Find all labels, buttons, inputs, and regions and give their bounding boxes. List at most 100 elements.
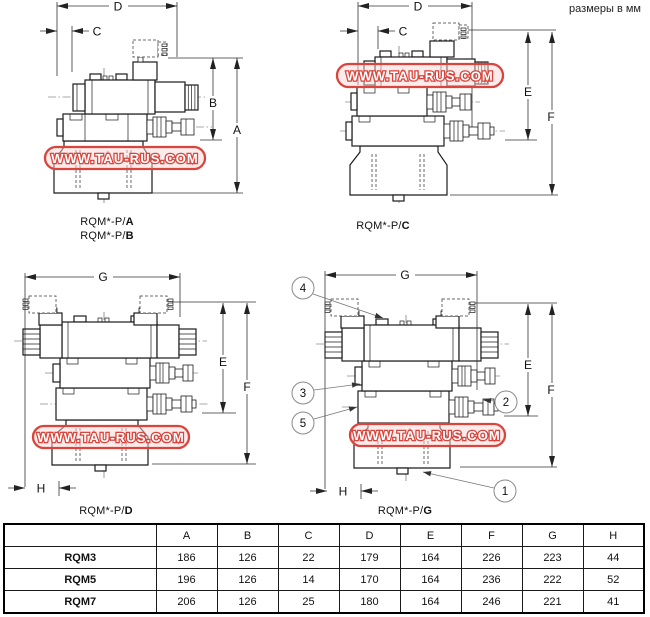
- table-cell: 44: [582, 546, 645, 569]
- dim-label-c2: C: [399, 25, 408, 39]
- valve-outline-ab: [48, 39, 212, 203]
- dim-label-d: D: [114, 0, 123, 14]
- table-cell: 170: [338, 568, 401, 591]
- table-cell: 126: [216, 546, 279, 569]
- diagram-rqm-p-ab: D C B A: [40, 0, 245, 203]
- callout-circle-3: [291, 381, 315, 405]
- column-header-g: G: [521, 523, 584, 547]
- dimension-lines-c: D C E F: [340, 0, 560, 196]
- watermark-top-right: WWW.TAU-RUS.COM: [335, 62, 505, 89]
- table-cell: 41: [582, 590, 645, 614]
- dim-label-h2: H: [339, 485, 348, 499]
- column-header-f: F: [460, 523, 523, 547]
- dimension-lines-g: G E F H: [310, 268, 560, 499]
- caption-rqm-p-d: RQM*-P/D: [36, 504, 176, 518]
- table-cell: 126: [216, 568, 279, 591]
- table-cell: 236: [460, 568, 523, 591]
- watermarks: WWW.TAU-RUS.COM WWW.TAU-RUS.COM WWW.TAU-…: [31, 62, 507, 450]
- watermark-text: WWW.TAU-RUS.COM: [37, 430, 185, 445]
- callout-circle-5: [291, 411, 315, 435]
- table-cell: 14: [277, 568, 340, 591]
- column-header-d: D: [338, 523, 401, 547]
- dim-label-f: F: [243, 380, 250, 394]
- dim-label-c: C: [93, 25, 102, 39]
- dim-label-e2: E: [524, 85, 532, 99]
- watermark-text: WWW.TAU-RUS.COM: [346, 69, 494, 84]
- column-header-c: C: [277, 523, 340, 547]
- table-cell: 164: [399, 546, 462, 569]
- table-cell: 25: [277, 590, 340, 614]
- table-cell: 126: [216, 590, 279, 614]
- diagram-rqm-p-g: G E F H 4 3 5 2: [291, 268, 560, 503]
- callout-number-1: 1: [502, 486, 508, 498]
- table-cell: 22: [277, 546, 340, 569]
- caption-line: RQM*-P/A: [80, 216, 134, 228]
- diagram-rqm-p-c: D C E F: [340, 0, 560, 205]
- dimension-lines-ab: D C B A: [40, 0, 245, 194]
- table-cell: 186: [155, 546, 218, 569]
- table-row-rqm3: RQM3 186 126 22 179 164 226 223 44: [3, 546, 645, 569]
- row-label: RQM3: [3, 546, 157, 569]
- watermark-text: WWW.TAU-RUS.COM: [353, 428, 501, 443]
- callout-number-4: 4: [300, 283, 307, 295]
- valve-outline-c: [340, 22, 505, 205]
- table-row-rqm5: RQM5 196 126 14 170 164 236 222 52: [3, 568, 645, 591]
- watermark-text: WWW.TAU-RUS.COM: [51, 151, 199, 166]
- callout-circle-4: [291, 276, 315, 300]
- dim-label-g: G: [98, 270, 107, 284]
- callout-number-5: 5: [300, 418, 306, 430]
- table-cell: 221: [521, 590, 584, 614]
- dimension-lines-d: G E F H: [8, 270, 256, 496]
- dim-label-a: A: [233, 123, 241, 137]
- caption-rqm-p-g: RQM*-P/G: [335, 504, 475, 518]
- table-cell: 222: [521, 568, 584, 591]
- callout-circle-2: [494, 390, 518, 414]
- table-cell: 164: [399, 568, 462, 591]
- dim-label-e: E: [219, 355, 227, 369]
- dim-label-g2: G: [400, 268, 409, 282]
- table-corner-cell: [3, 523, 157, 547]
- column-header-h: H: [582, 523, 645, 547]
- dim-label-f3: F: [547, 383, 554, 397]
- row-label: RQM5: [3, 568, 157, 591]
- caption-line: RQM*-P/C: [356, 220, 410, 232]
- column-header-b: B: [216, 523, 279, 547]
- watermark-top-left: WWW.TAU-RUS.COM: [43, 145, 207, 171]
- diagram-rqm-p-d: G E F H: [8, 270, 256, 496]
- caption-line: RQM*-P/D: [79, 505, 133, 517]
- table-cell: 206: [155, 590, 218, 614]
- table-cell: 246: [460, 590, 523, 614]
- part-callouts: 4 3 5 2 1: [291, 276, 518, 503]
- table-header-row: A B C D E F G H: [3, 523, 645, 547]
- table-cell: 180: [338, 590, 401, 614]
- connector-plug-dashed: [132, 39, 159, 58]
- row-label: RQM7: [3, 590, 157, 614]
- callout-number-2: 2: [503, 397, 509, 409]
- dim-label-b: B: [209, 96, 217, 110]
- table-cell: 196: [155, 568, 218, 591]
- dimensions-table: A B C D E F G H RQM3 186 126 22 179 164 …: [3, 523, 645, 614]
- table-cell: 164: [399, 590, 462, 614]
- column-header-e: E: [399, 523, 462, 547]
- callout-number-3: 3: [300, 388, 306, 400]
- caption-line: RQM*-P/G: [377, 505, 433, 517]
- watermark-bottom-right: WWW.TAU-RUS.COM: [348, 422, 507, 448]
- dim-label-h: H: [37, 482, 46, 496]
- callout-circle-1: [493, 479, 517, 503]
- table-cell: 223: [521, 546, 584, 569]
- table-cell: 52: [582, 568, 645, 591]
- dim-label-f2: F: [547, 110, 554, 124]
- caption-rqm-p-c: RQM*-P/C: [313, 219, 453, 233]
- column-header-a: A: [155, 523, 218, 547]
- double-solenoid-valve-outline: [14, 295, 210, 478]
- table-row-rqm7: RQM7 206 126 25 180 164 246 221 41: [3, 590, 645, 614]
- units-note: размеры в мм: [569, 3, 641, 15]
- watermark-bottom-left: WWW.TAU-RUS.COM: [31, 424, 191, 450]
- table-cell: 179: [338, 546, 401, 569]
- dim-label-d2: D: [414, 0, 423, 14]
- valve-drawings: D C B A: [8, 0, 560, 503]
- dim-label-e3: E: [524, 358, 532, 372]
- table-cell: 226: [460, 546, 523, 569]
- caption-rqm-p-ab: RQM*-P/A RQM*-P/B: [37, 215, 177, 243]
